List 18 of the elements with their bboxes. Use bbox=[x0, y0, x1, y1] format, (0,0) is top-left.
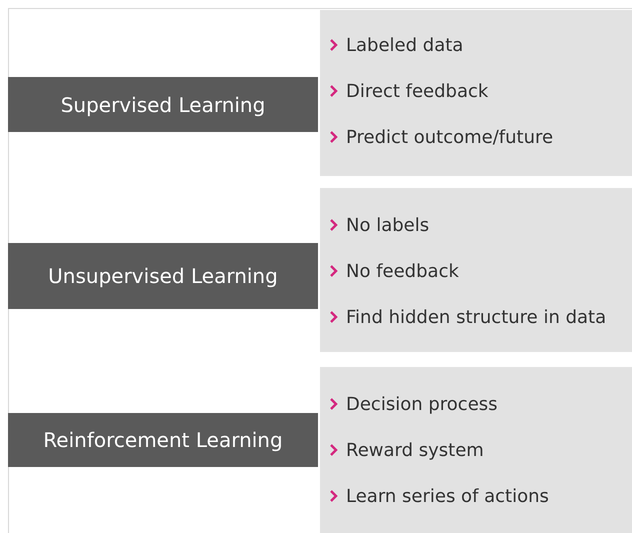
bullet-panel bbox=[320, 188, 632, 352]
bullet-text: Direct feedback bbox=[346, 80, 488, 102]
bullet-panel bbox=[320, 367, 632, 533]
bullet-text: Find hidden structure in data bbox=[346, 306, 606, 328]
category-title: Reinforcement Learning bbox=[43, 428, 283, 452]
category-box bbox=[8, 77, 318, 132]
bullet-text: No feedback bbox=[346, 260, 459, 282]
bullet-text: Labeled data bbox=[346, 34, 464, 56]
category-box bbox=[8, 243, 318, 309]
category-box bbox=[8, 413, 318, 467]
bullet-text: Reward system bbox=[346, 440, 484, 460]
bullet-text: Learn series of actions bbox=[346, 486, 549, 506]
bullet-text: Decision process bbox=[346, 394, 498, 414]
bullet-panel bbox=[320, 10, 632, 176]
bullet-text: Predict outcome/future bbox=[346, 126, 554, 148]
bullet-text: No labels bbox=[346, 214, 430, 236]
category-title: Supervised Learning bbox=[60, 92, 266, 116]
category-title: Unsupervised Learning bbox=[48, 264, 278, 288]
